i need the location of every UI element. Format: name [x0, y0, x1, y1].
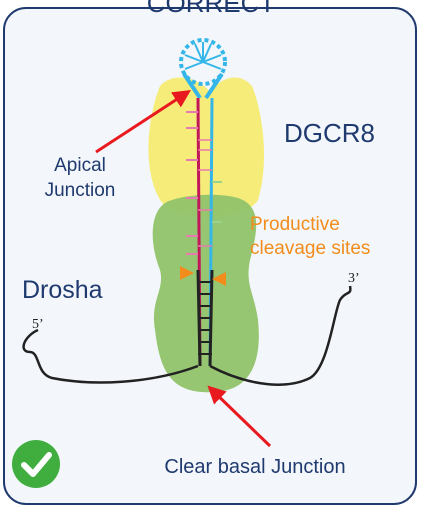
rna-flank-strand [22, 285, 352, 386]
basal-junction-label: Clear basal Junction [164, 456, 345, 478]
five-prime-label: 5’ [32, 317, 44, 332]
three-prime-label: 3’ [348, 271, 360, 286]
dgcr8-label: DGCR8 [284, 118, 375, 148]
apical-arrow [95, 90, 192, 154]
cleavage-marker-left [180, 266, 194, 280]
dgcr8-protein-shape [148, 77, 265, 217]
basal-arrow [207, 385, 272, 448]
cleavage-marker-right [212, 272, 226, 286]
rna-stem [186, 97, 222, 367]
check-circle-icon [12, 440, 60, 488]
productive-label-line2: cleavage sites [250, 238, 370, 259]
apical-label-line2: Junction [45, 180, 116, 201]
hairpin-loop [179, 38, 227, 100]
productive-label-line1: Productive [250, 214, 340, 235]
apical-label-line1: Apical [54, 155, 106, 176]
drosha-label: Drosha [22, 276, 103, 304]
header-title: CORRECT [147, 0, 276, 18]
